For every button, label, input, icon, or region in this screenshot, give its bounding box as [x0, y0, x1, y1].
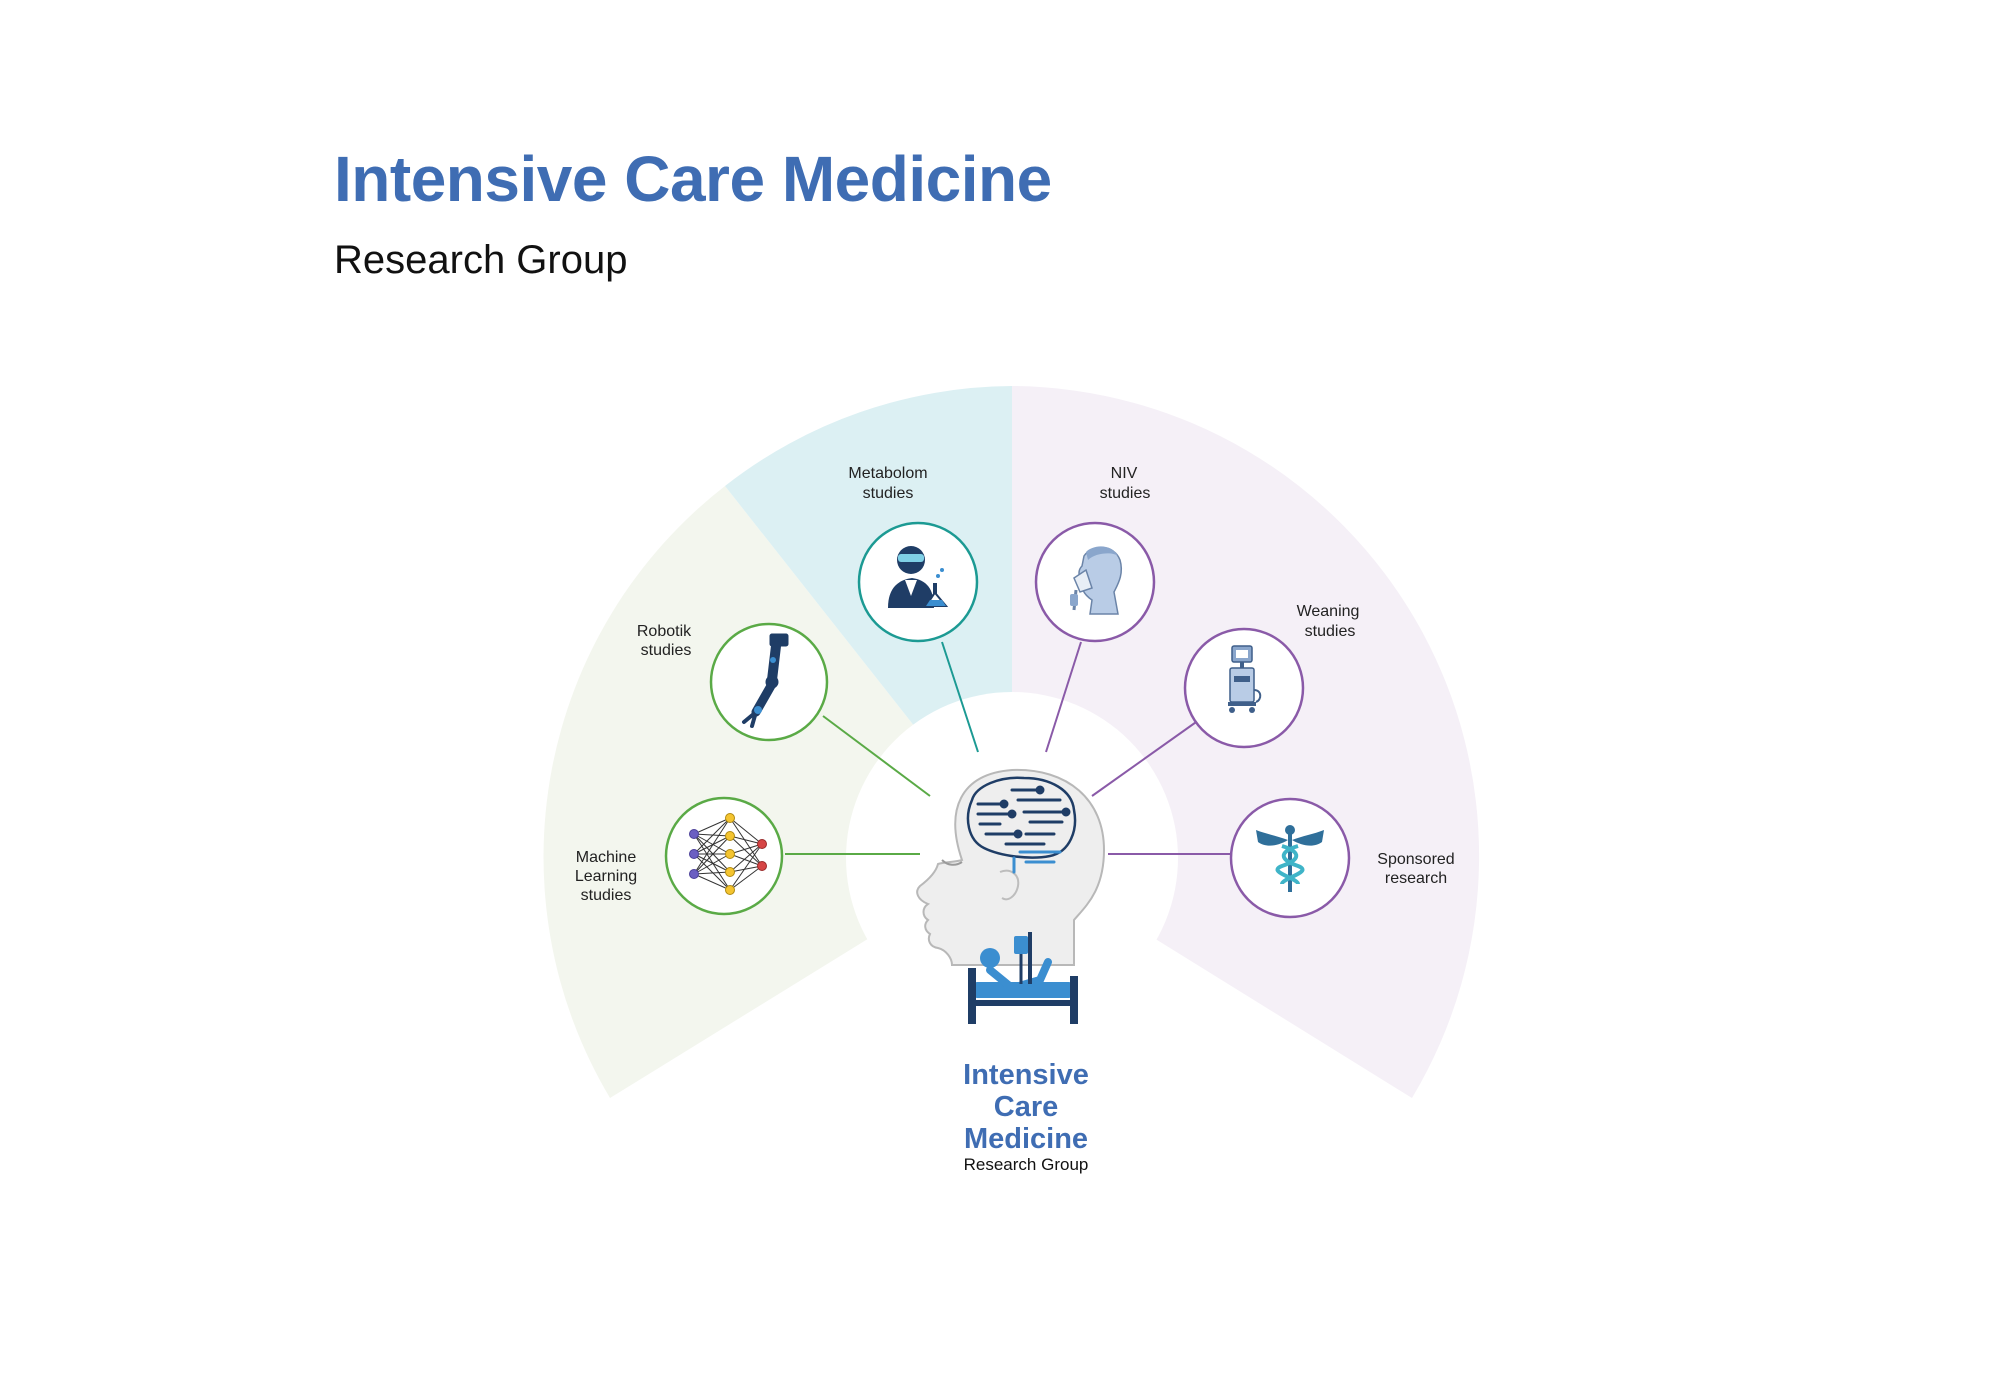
- circuit-brain-icon: [966, 776, 1077, 859]
- patient-bed-icon: [968, 932, 1078, 1024]
- node-label-line: NIV: [1111, 465, 1138, 482]
- node-label-line: studies: [1305, 623, 1356, 640]
- node-robotik: Robotik studies: [637, 622, 829, 742]
- node-machine-learning: Machine Learning studies: [575, 796, 784, 916]
- sector-green: [543, 486, 1012, 1098]
- connector-lines: [785, 641, 1238, 855]
- ventilator-icon: [1228, 645, 1262, 713]
- neural-network-icon: [689, 813, 767, 895]
- node-label-line: Weaning: [1297, 603, 1360, 620]
- node-label-line: studies: [641, 642, 692, 659]
- node-label-line: Learning: [575, 868, 637, 885]
- node-sponsored: Sponsored research: [1229, 797, 1455, 919]
- center-title-line-2: Care: [994, 1091, 1059, 1123]
- center-title-line-3: Medicine: [964, 1123, 1088, 1155]
- node-label-line: Machine: [576, 849, 637, 866]
- ventilation-mask-icon: [1070, 546, 1123, 615]
- node-label-line: research: [1385, 870, 1447, 887]
- node-weaning: Weaning studies: [1183, 603, 1360, 749]
- node-label-line: Metabolom: [848, 465, 927, 482]
- node-label-line: studies: [1100, 485, 1151, 502]
- node-metabolom: Metabolom studies: [848, 465, 979, 643]
- head-illustration: [916, 768, 1106, 1024]
- center-caption: Intensive Care Medicine Research Group: [963, 1059, 1089, 1174]
- node-label-line: studies: [863, 485, 914, 502]
- node-label-line: studies: [581, 887, 632, 904]
- robotic-arm-icon: [742, 633, 789, 728]
- scientist-icon: [888, 546, 949, 608]
- node-label-line: Robotik: [637, 623, 692, 640]
- node-niv: NIV studies: [1034, 465, 1156, 643]
- center-subtitle: Research Group: [964, 1155, 1089, 1174]
- center-title-line-1: Intensive: [963, 1059, 1089, 1091]
- node-label-line: Sponsored: [1377, 851, 1454, 868]
- page-subtitle: Research Group: [334, 238, 628, 282]
- page-title: Intensive Care Medicine: [334, 143, 1052, 215]
- caduceus-icon: [1256, 825, 1324, 892]
